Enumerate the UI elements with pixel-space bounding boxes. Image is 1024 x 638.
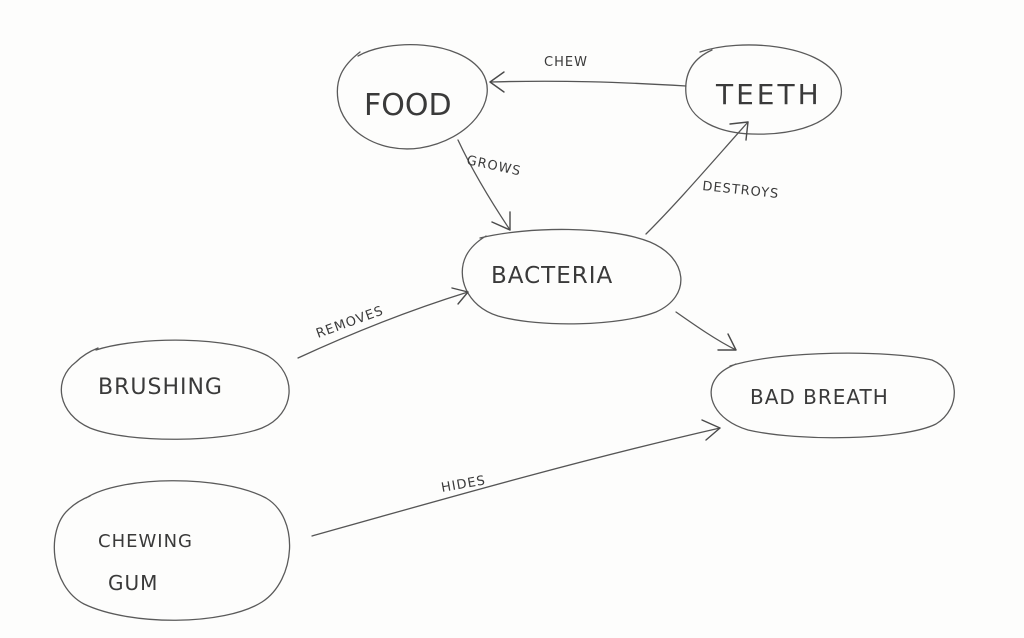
node-bacteria-label: BACTERIA: [491, 263, 613, 289]
node-chewing-gum: CHEWING GUM: [53, 480, 291, 621]
edge-removes-line: [297, 291, 469, 359]
node-brushing-shape: [60, 339, 290, 440]
edge-bacteria-bad-breath-arrowhead: [717, 333, 737, 351]
edge-destroys-label: DESTROYS: [702, 179, 780, 202]
edge-chew: CHEW: [489, 55, 687, 93]
edge-chew-line: [489, 80, 687, 87]
node-bad-breath: BAD BREATH: [710, 352, 955, 439]
edge-destroys-line: [645, 121, 749, 235]
node-food-shape: [336, 44, 488, 150]
edge-grows-line: [457, 139, 511, 231]
node-chewing-gum-label-line2: GUM: [108, 571, 158, 595]
edge-hides-line: [311, 427, 721, 537]
edge-removes-label: REMOVES: [314, 303, 386, 341]
node-teeth-label: TEETH: [715, 78, 822, 111]
edge-hides: HIDES: [311, 419, 721, 537]
edge-removes-arrowhead: [451, 287, 469, 305]
edge-chew-label: CHEW: [544, 55, 588, 70]
node-brushing: BRUSHING: [60, 339, 290, 440]
edge-grows: GROWS: [457, 139, 523, 231]
edge-hides-label: HIDES: [440, 473, 487, 496]
edge-destroys: DESTROYS: [645, 121, 780, 235]
node-chewing-gum-shape: [53, 480, 291, 621]
node-bacteria-shape: [461, 228, 682, 325]
edge-destroys-arrowhead: [729, 121, 749, 141]
edge-chew-arrowhead: [489, 71, 505, 93]
edge-hides-arrowhead: [701, 419, 721, 441]
edge-bacteria-bad-breath: [675, 311, 737, 351]
node-bad-breath-label: BAD BREATH: [750, 385, 889, 409]
node-brushing-label: BRUSHING: [98, 375, 223, 400]
node-bacteria: BACTERIA: [461, 228, 682, 325]
node-teeth-shape: [685, 44, 843, 135]
node-bad-breath-shape: [710, 352, 955, 439]
node-chewing-gum-label-line1: CHEWING: [98, 531, 193, 552]
node-food-label: FOOD: [364, 88, 452, 123]
edge-bacteria-bad-breath-line: [675, 311, 737, 351]
edge-grows-arrowhead: [491, 211, 511, 231]
node-teeth: TEETH: [685, 44, 843, 135]
edge-grows-label: GROWS: [465, 153, 522, 179]
edge-removes: REMOVES: [297, 287, 469, 359]
node-food: FOOD: [336, 44, 488, 150]
